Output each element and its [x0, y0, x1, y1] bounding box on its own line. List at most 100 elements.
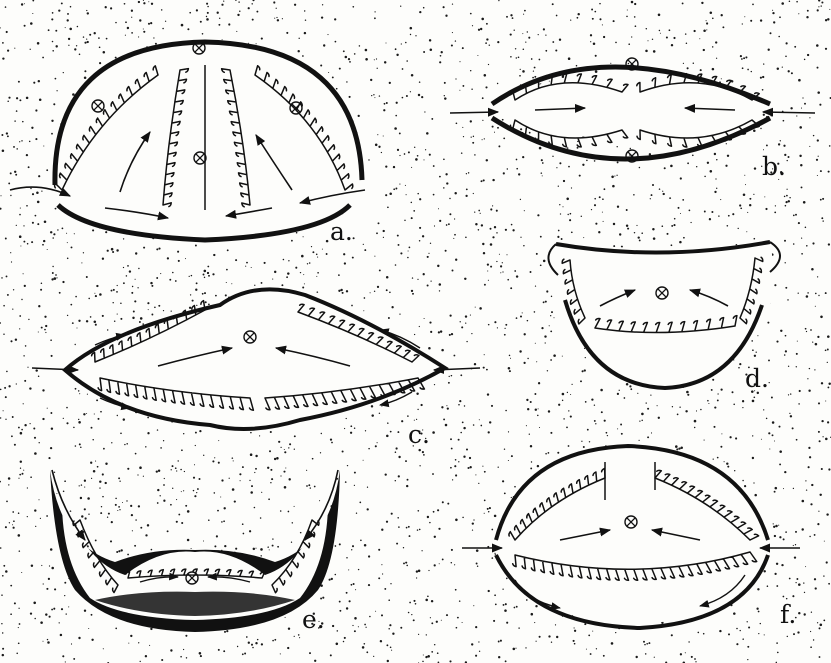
stipple-dot	[451, 333, 453, 335]
stipple-dot	[650, 394, 651, 395]
stipple-dot	[399, 132, 401, 134]
stipple-dot	[401, 420, 403, 422]
stipple-dot	[156, 470, 158, 472]
stipple-dot	[621, 433, 623, 435]
stipple-dot	[51, 567, 54, 570]
stipple-dot	[787, 160, 788, 161]
stipple-dot	[405, 42, 407, 44]
stipple-dot	[326, 253, 328, 255]
stipple-dot	[406, 194, 407, 195]
stipple-dot	[683, 63, 684, 64]
stipple-dot	[570, 19, 571, 20]
stipple-dot	[62, 281, 64, 283]
stipple-dot	[500, 640, 502, 642]
stipple-dot	[771, 397, 773, 399]
stipple-dot	[557, 236, 559, 238]
stipple-dot	[788, 200, 790, 202]
stipple-dot	[617, 146, 618, 147]
stipple-dot	[672, 406, 673, 407]
stipple-dot	[356, 513, 357, 514]
stipple-dot	[24, 424, 26, 426]
stipple-dot	[742, 638, 744, 640]
stipple-dot	[123, 282, 125, 284]
stipple-dot	[550, 359, 552, 361]
stipple-dot	[419, 198, 421, 200]
stipple-dot	[433, 165, 435, 167]
stipple-dot	[52, 12, 54, 14]
stipple-dot	[42, 57, 44, 59]
stipple-dot	[21, 429, 23, 431]
stipple-dot	[495, 604, 497, 606]
stipple-dot	[105, 6, 107, 8]
stipple-dot	[504, 609, 507, 612]
stipple-dot	[462, 622, 463, 623]
stipple-dot	[132, 317, 134, 319]
stipple-dot	[117, 510, 118, 511]
stipple-dot	[1, 623, 2, 624]
stipple-dot	[635, 656, 637, 658]
stipple-dot	[485, 42, 487, 44]
stipple-dot	[700, 409, 702, 411]
stipple-dot	[770, 32, 772, 34]
stipple-dot	[346, 81, 347, 82]
stipple-dot	[176, 499, 177, 500]
stipple-dot	[475, 655, 477, 657]
stipple-dot	[789, 197, 790, 198]
stipple-dot	[16, 225, 17, 226]
stipple-dot	[295, 267, 297, 269]
stipple-dot	[8, 182, 10, 184]
stipple-dot	[617, 393, 619, 395]
stipple-dot	[621, 246, 623, 248]
stipple-dot	[423, 654, 424, 655]
stipple-dot	[629, 385, 631, 387]
stipple-dot	[636, 225, 637, 226]
stipple-dot	[137, 287, 138, 288]
stipple-dot	[107, 250, 109, 252]
stipple-dot	[224, 631, 226, 633]
stipple-dot	[719, 630, 721, 632]
stipple-dot	[367, 508, 369, 510]
stipple-dot	[254, 472, 255, 473]
stipple-dot	[344, 428, 345, 429]
stipple-dot	[829, 9, 830, 10]
stipple-dot	[34, 452, 37, 455]
stipple-dot	[651, 432, 652, 433]
stipple-dot	[23, 273, 24, 274]
stipple-dot	[482, 243, 484, 245]
stipple-dot	[727, 225, 729, 227]
stipple-dot	[47, 249, 48, 250]
stipple-dot	[38, 499, 39, 500]
stipple-dot	[280, 510, 282, 512]
stipple-dot	[354, 428, 355, 429]
stipple-dot	[157, 502, 159, 504]
stipple-dot	[694, 427, 695, 428]
stipple-dot	[778, 36, 780, 38]
stipple-dot	[81, 262, 82, 263]
stipple-dot	[135, 453, 137, 455]
stipple-dot	[110, 540, 112, 542]
stipple-dot	[376, 58, 377, 59]
stipple-dot	[550, 432, 552, 434]
stipple-dot	[654, 657, 655, 658]
stipple-dot	[471, 89, 472, 90]
stipple-dot	[151, 549, 153, 551]
stipple-dot	[38, 375, 40, 377]
stipple-dot	[713, 458, 714, 459]
stipple-dot	[497, 41, 499, 43]
stipple-dot	[97, 466, 99, 468]
stipple-dot	[218, 649, 220, 651]
stipple-dot	[639, 440, 640, 441]
stipple-dot	[381, 406, 382, 407]
stipple-dot	[191, 548, 192, 549]
stipple-dot	[51, 18, 53, 20]
stipple-dot	[127, 27, 129, 29]
stipple-dot	[23, 403, 24, 404]
stipple-dot	[696, 166, 697, 167]
stipple-dot	[84, 610, 86, 612]
stipple-dot	[406, 565, 408, 567]
stipple-dot	[142, 323, 144, 325]
stipple-dot	[161, 9, 163, 11]
stipple-dot	[62, 228, 64, 230]
stipple-dot	[494, 594, 496, 596]
stipple-dot	[317, 291, 319, 293]
